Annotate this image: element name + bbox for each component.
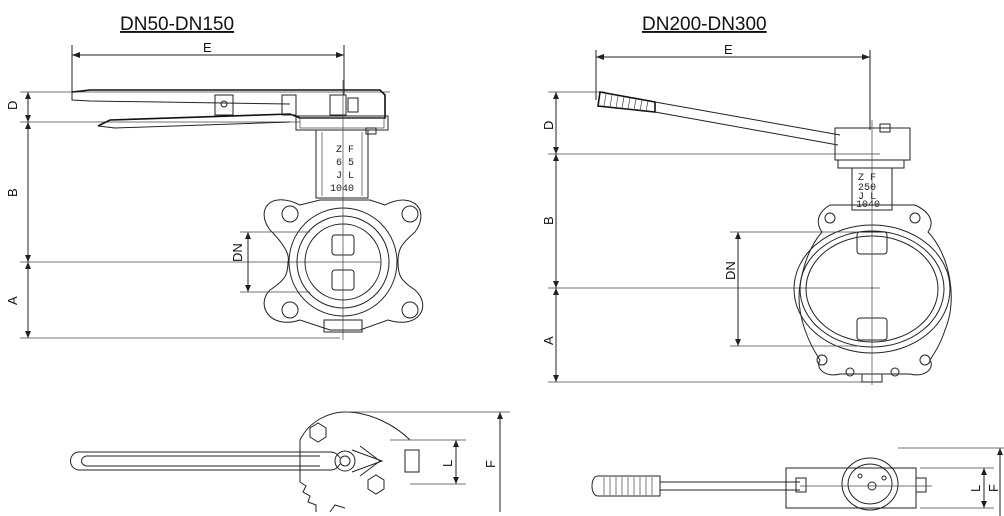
dim-label-b-small: B [5, 188, 20, 197]
dim-label-dn-large: DN [723, 261, 738, 280]
small-valve-front-view: E D B A Z F 6 5 J L 1040 [5, 40, 424, 340]
dim-label-d-small: D [5, 101, 20, 110]
dim-label-dn-small: DN [230, 243, 245, 262]
title-dn200-dn300: DN200-DN300 [642, 14, 767, 35]
dim-label-f-small: F [483, 460, 498, 468]
body-mark-large-2: 250 [858, 183, 876, 194]
small-valve-top-view: L F [70, 411, 510, 513]
dim-label-e-large: E [724, 42, 733, 57]
dim-label-a-large: A [541, 336, 556, 345]
dim-label-b-large: B [541, 216, 556, 225]
title-dn50-dn150: DN50-DN150 [120, 14, 234, 35]
dim-label-a-small: A [5, 296, 20, 305]
body-mark-small-2: 6 5 [336, 158, 354, 169]
dim-label-f-large: F [986, 484, 1001, 492]
dim-label-e-small: E [203, 40, 212, 55]
body-mark-small-3: J L [336, 171, 354, 182]
body-mark-large-3: J L [858, 192, 876, 203]
dim-label-l-small: L [440, 460, 455, 467]
dim-label-l-large: L [968, 485, 983, 492]
body-mark-small-4: 1040 [330, 184, 354, 195]
large-valve-front-view: E D B A Z F 250 J L 1040 [541, 42, 952, 385]
body-mark-large-1: Z F [858, 173, 876, 184]
dim-label-d-large: D [541, 121, 556, 130]
body-mark-small-1: Z F [336, 145, 354, 156]
large-valve-top-view: L F [591, 447, 1004, 516]
